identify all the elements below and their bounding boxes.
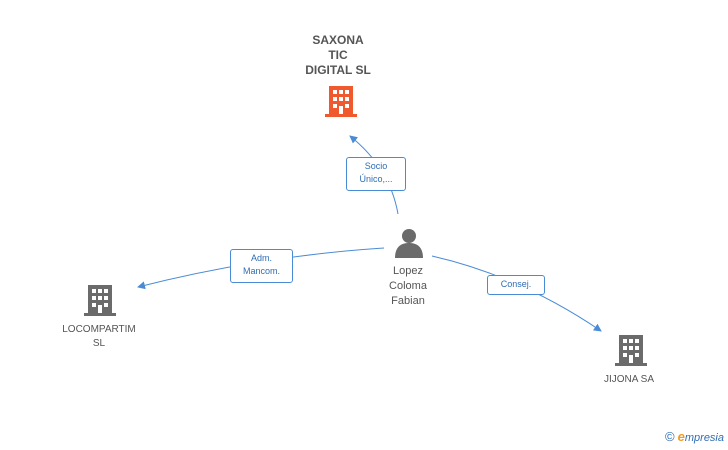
company-right-name[interactable]: JIJONA SA xyxy=(603,374,654,385)
brand-name: mpresia xyxy=(684,432,724,444)
main-company-name[interactable]: SAXONA TIC DIGITAL SL xyxy=(305,33,371,77)
building-icon[interactable] xyxy=(325,86,357,117)
edge-label-adm: Adm. Mancom. xyxy=(230,249,293,283)
building-icon[interactable] xyxy=(615,335,647,366)
person-icon[interactable] xyxy=(395,229,423,258)
person-name[interactable]: Lopez Coloma Fabian xyxy=(389,265,427,307)
empresia-logo: © empresia xyxy=(665,429,724,444)
brand-e: e xyxy=(677,429,685,444)
edge-label-socio: Socio Único,... xyxy=(346,157,406,191)
building-icon[interactable] xyxy=(84,285,116,316)
copyright-symbol: © xyxy=(664,429,675,444)
company-left-name[interactable]: LOCOMPARTIM SL xyxy=(62,324,136,349)
edge-label-consej: Consej. xyxy=(487,275,545,295)
